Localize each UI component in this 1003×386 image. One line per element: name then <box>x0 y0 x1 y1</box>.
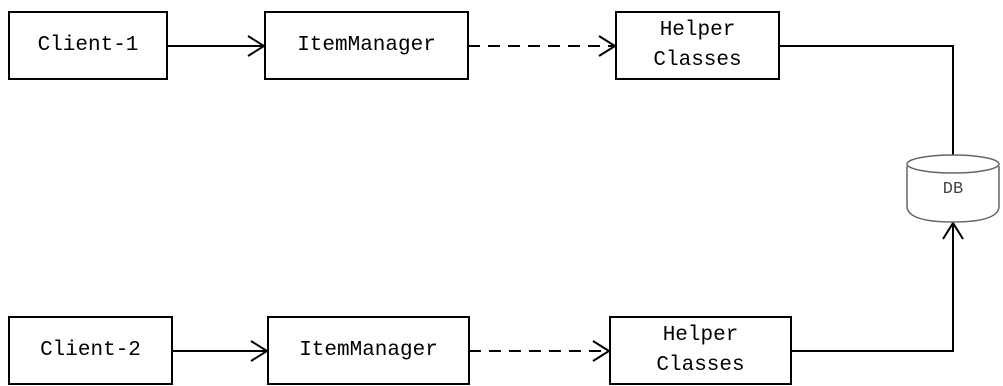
db-cylinder-icon <box>906 154 1000 223</box>
item-manager-2-label: ItemManager <box>299 338 438 362</box>
helper-classes-2-node: Helper Classes <box>609 316 792 385</box>
item-manager-1-node: ItemManager <box>264 11 469 80</box>
db-label: DB <box>942 180 964 199</box>
edge-manager2-helper2 <box>469 340 611 362</box>
helper-classes-1-label: Helper Classes <box>653 18 742 72</box>
edge-client2-manager2 <box>172 340 269 362</box>
edge-helper2-db <box>791 221 964 352</box>
edge-manager1-helper1 <box>468 35 617 57</box>
client-1-node: Client-1 <box>8 11 168 80</box>
helper-classes-2-label: Helper Classes <box>656 323 745 377</box>
client-2-label: Client-2 <box>40 338 141 362</box>
client-1-label: Client-1 <box>37 33 139 57</box>
edge-client1-manager1 <box>167 35 266 57</box>
item-manager-2-node: ItemManager <box>267 316 470 385</box>
item-manager-1-label: ItemManager <box>297 33 436 57</box>
client-2-node: Client-2 <box>8 316 173 385</box>
helper-classes-1-node: Helper Classes <box>615 11 780 80</box>
